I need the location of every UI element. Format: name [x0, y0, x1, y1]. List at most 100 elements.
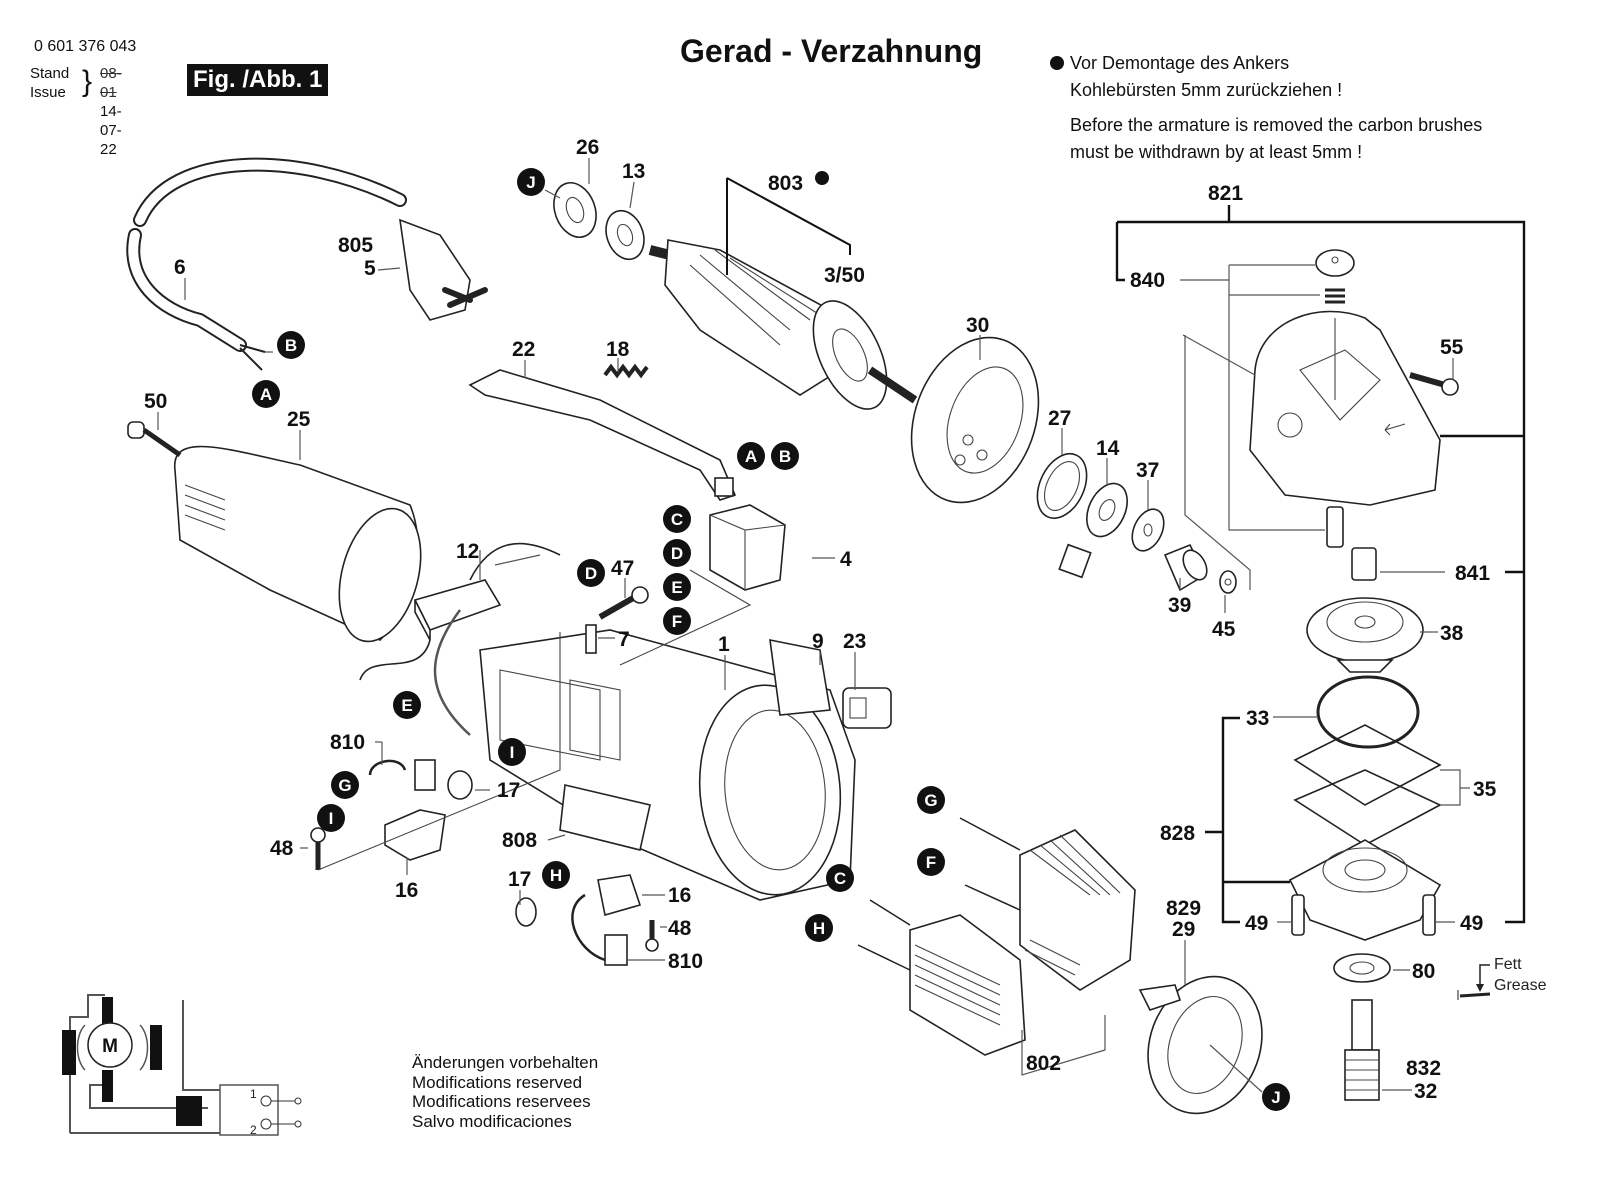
connector-F-coil: F	[917, 848, 945, 876]
label-805: 805	[338, 234, 373, 257]
label-808	[559, 784, 651, 851]
gear-housing	[1249, 310, 1441, 506]
nut-45	[1219, 570, 1237, 594]
connector-J-guard: J	[1262, 1083, 1290, 1111]
label-29: 29	[1172, 918, 1195, 941]
screw-49-right	[1422, 894, 1436, 936]
motor-symbol: M	[102, 1036, 118, 1057]
svg-text:J: J	[526, 173, 535, 192]
switch-4	[709, 504, 786, 591]
label-3-50: 3/50	[824, 264, 865, 287]
motor-housing	[479, 629, 856, 901]
connector-G-coil: G	[917, 786, 945, 814]
svg-text:B: B	[285, 336, 297, 355]
switch-rod	[468, 369, 737, 501]
connector-E-capacitor: E	[393, 691, 421, 719]
label-39: 39	[1168, 594, 1191, 617]
svg-text:H: H	[550, 866, 562, 885]
grease-icon	[1457, 964, 1491, 1000]
bearing-flange-828	[1288, 839, 1442, 941]
seal-ring-27	[1036, 453, 1088, 519]
label-33: 33	[1246, 707, 1269, 730]
gasket-35b	[1293, 769, 1442, 846]
contact-1-label: 1	[250, 1087, 257, 1101]
label-48-left: 48	[270, 837, 294, 860]
label-6: 6	[174, 256, 186, 279]
gasket-35a	[1293, 724, 1442, 806]
clip-7	[585, 624, 597, 654]
label-829: 829	[1166, 897, 1201, 920]
svg-text:G: G	[924, 791, 937, 810]
grease-label-en: Grease	[1494, 977, 1547, 994]
note-de-line1: Vor Demontage des Ankers	[1070, 53, 1290, 73]
label-25: 25	[287, 408, 311, 431]
field-coil-upper	[959, 817, 1136, 991]
washer-80	[1333, 953, 1391, 983]
label-48-right: 48	[668, 917, 692, 940]
label-23: 23	[843, 630, 866, 653]
washer-37	[1131, 508, 1165, 552]
svg-text:E: E	[401, 696, 412, 715]
wiring-diagram: M 1 2	[62, 994, 302, 1137]
stand-label: Stand	[30, 65, 70, 82]
svg-text:I: I	[510, 743, 515, 762]
bullet-icon	[815, 171, 829, 185]
svg-text:G: G	[338, 776, 351, 795]
spring-840	[1325, 288, 1345, 304]
label-9: 9	[812, 630, 824, 653]
power-cord	[126, 157, 407, 371]
svg-text:B: B	[779, 447, 791, 466]
label-80: 80	[1412, 960, 1435, 983]
label-803: 803	[768, 172, 803, 195]
label-12: 12	[456, 540, 479, 563]
connector-C-switch: C	[663, 505, 691, 533]
label-841: 841	[1455, 562, 1490, 585]
svg-text:J: J	[1271, 1088, 1280, 1107]
label-13: 13	[622, 160, 645, 183]
label-810-right: 810	[668, 950, 703, 973]
connector-I-capacitor: I	[498, 738, 526, 766]
screw-47	[598, 586, 649, 620]
label-7: 7	[618, 628, 630, 651]
svg-text:C: C	[834, 869, 846, 888]
label-38: 38	[1440, 622, 1464, 645]
bearing-26	[553, 182, 597, 238]
screw-55	[1409, 372, 1459, 396]
grease-label-de: Fett	[1494, 956, 1522, 973]
connector-markers: J B A A B C D E F D E I G I H G F C H J	[252, 168, 1290, 1111]
connector-C-coil: C	[826, 864, 854, 892]
connector-F-switch: F	[663, 607, 691, 635]
label-828: 828	[1160, 822, 1195, 845]
connector-B-switch: B	[771, 442, 799, 470]
connector-D-switch: D	[663, 539, 691, 567]
label-22: 22	[512, 338, 535, 361]
connector-H-coil: H	[805, 914, 833, 942]
connector-G-brush: G	[331, 771, 359, 799]
connector-I-brush: I	[317, 804, 345, 832]
label-810-left: 810	[330, 731, 365, 754]
label-18: 18	[606, 338, 630, 361]
field-coil-lower	[857, 899, 1026, 1056]
label-32: 32	[1414, 1080, 1437, 1103]
pinion-39	[1163, 543, 1208, 592]
svg-text:C: C	[671, 510, 683, 529]
screw-50	[127, 421, 182, 458]
label-35: 35	[1473, 778, 1497, 801]
mod-line-de: Änderungen vorbehalten	[412, 1053, 599, 1072]
bullet-icon	[1050, 56, 1064, 70]
label-832: 832	[1406, 1057, 1441, 1080]
bearing-13	[605, 209, 645, 261]
mod-line-en: Modifications reserved	[412, 1072, 583, 1092]
screw-49-left	[1291, 894, 1305, 936]
label-5: 5	[364, 257, 376, 280]
label-14: 14	[1096, 437, 1120, 460]
page-title: Gerad - Verzahnung	[680, 33, 983, 69]
armature	[648, 239, 918, 410]
mod-line-es: Salvo modificaciones	[412, 1111, 572, 1131]
brush-holder-left	[310, 759, 473, 870]
spindle-32	[1344, 999, 1380, 1101]
label-840: 840	[1130, 269, 1165, 292]
label-49-right: 49	[1460, 912, 1483, 935]
label-802: 802	[1026, 1052, 1061, 1075]
